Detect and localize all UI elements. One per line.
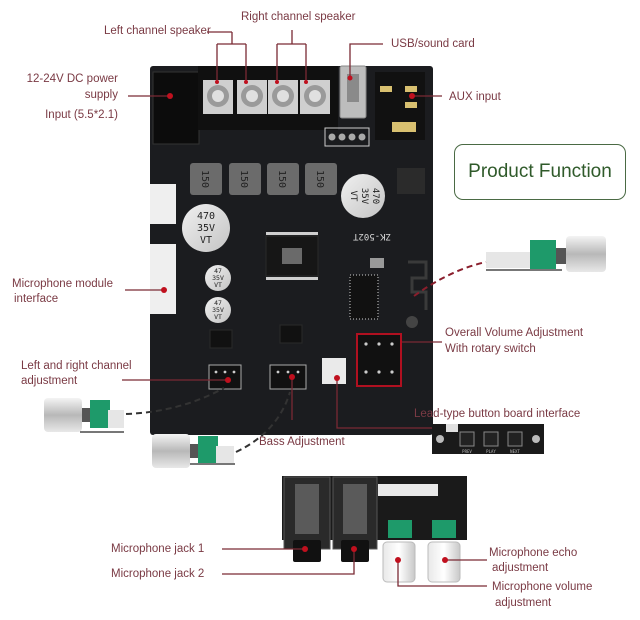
label-dc-power-line2: supply	[84, 89, 118, 101]
label-mic-volume-line2: adjustment	[495, 597, 552, 609]
inductor-marking: 150	[314, 170, 325, 188]
prev-key	[459, 431, 475, 447]
amplifier-ic	[265, 232, 319, 280]
capacitor-47uf: 47 35V VT	[205, 297, 231, 323]
label-mic-jack-2: Microphone jack 2	[111, 568, 205, 580]
cap-label: 35V	[212, 306, 224, 314]
cap-label: 47	[214, 267, 222, 275]
cap-label: VT	[200, 235, 212, 246]
inductor-marking: 150	[199, 170, 210, 188]
label-mic-volume-line1: Microphone volume	[492, 581, 593, 593]
label-volume-line2: With rotary switch	[445, 343, 536, 355]
label-mic-echo-line2: adjustment	[492, 562, 549, 574]
label-mic-jack-1: Microphone jack 1	[111, 543, 205, 555]
terminal-screw	[203, 80, 233, 114]
next-key	[507, 431, 523, 447]
label-dc-power-line3: Input (5.5*2.1)	[45, 109, 118, 121]
cap-label: 35V	[212, 274, 224, 282]
label-aux-input: AUX input	[449, 91, 501, 103]
pot-module-lr	[44, 398, 124, 433]
cap-label: VT	[214, 313, 222, 321]
inductor-row: 150 150 150 150	[190, 163, 337, 195]
label-mic-echo-line1: Microphone echo	[489, 547, 578, 559]
leader-lines	[122, 30, 487, 587]
key-label: PREV	[462, 449, 472, 454]
lr-adjust-header	[208, 364, 242, 390]
inductor-marking: 150	[276, 170, 287, 188]
marker-dots	[161, 75, 448, 563]
button-board-connector	[322, 358, 346, 384]
bass-adjust-header	[269, 364, 307, 390]
pot-module-bass	[152, 434, 235, 468]
label-lr-adjust-line2: adjustment	[21, 375, 78, 387]
label-mic-module-line1: Microphone module	[12, 278, 114, 290]
cap-label: VT	[214, 281, 222, 289]
key-label: PLAY	[486, 449, 496, 454]
bluetooth-ic	[349, 274, 379, 320]
label-bass-adjustment: Bass Adjustment	[259, 436, 345, 448]
cap-label: 470	[370, 188, 380, 204]
speaker-terminal-block	[198, 66, 338, 130]
capacitor-47uf: 47 35V VT	[205, 265, 231, 291]
volume-rotary-header	[356, 333, 402, 387]
inductor-marking: 150	[238, 170, 249, 188]
key-label: NEXT	[510, 449, 520, 454]
label-volume-line1: Overall Volume Adjustment	[445, 327, 584, 339]
label-usb-sound-card: USB/sound card	[391, 38, 475, 50]
cap-label: 35V	[359, 188, 369, 205]
capacitor-470uf-left: 470 35V VT	[182, 204, 230, 252]
cap-label: 35V	[197, 223, 215, 234]
connector-4pin	[150, 184, 176, 224]
label-right-channel-speaker: Right channel speaker	[241, 11, 356, 23]
microphone-board	[282, 476, 467, 583]
label-dc-power-line1: 12-24V DC power	[26, 73, 118, 85]
label-lr-adjust-line1: Left and right channel	[21, 360, 132, 372]
mic-module-connector	[150, 244, 176, 314]
dashed-connections	[125, 261, 487, 453]
button-board: PREV PLAY NEXT	[432, 424, 544, 454]
cap-label: 47	[214, 299, 222, 307]
dc-power-jack	[152, 71, 200, 145]
terminal-screw	[300, 80, 330, 114]
cap-label: VT	[348, 191, 358, 202]
product-function-title: Product Function	[454, 144, 626, 200]
main-amplifier-board: 150 150 150 150 470 35V VT 470 35V VT	[150, 65, 433, 435]
label-button-board-interface: Lead-type button board interface	[414, 408, 581, 420]
terminal-screw	[268, 80, 298, 114]
label-left-channel-speaker: Left channel speaker	[104, 25, 211, 37]
capacitor-470uf-top: 470 35V VT	[341, 174, 385, 218]
play-key	[483, 431, 499, 447]
pot-module-top-right	[486, 236, 606, 272]
label-mic-module-line2: interface	[14, 293, 59, 305]
cap-label: 470	[197, 211, 215, 222]
board-model: ZK-502T	[352, 231, 391, 241]
usb-header	[324, 127, 370, 147]
terminal-screw	[237, 80, 267, 114]
